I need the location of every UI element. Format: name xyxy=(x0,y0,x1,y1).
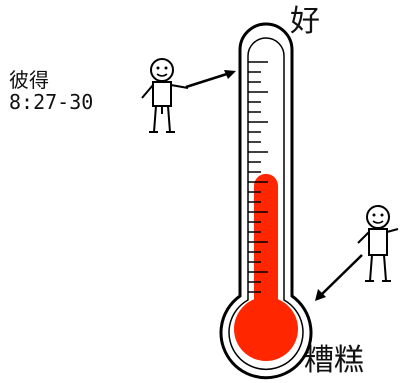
thermometer-inner-outline xyxy=(228,37,304,370)
thermometer-scale xyxy=(248,61,268,293)
arrow-icon xyxy=(185,70,236,89)
thermometer-fill xyxy=(254,173,278,330)
stick-figure-icon xyxy=(357,205,399,282)
label-bad: 糟糕 xyxy=(304,343,364,378)
thermometer xyxy=(219,22,313,380)
arrow-icon xyxy=(315,254,363,301)
stick-figure-icon xyxy=(141,58,189,133)
label-reference: 彼得 8:27-30 xyxy=(9,68,94,114)
label-good: 好 xyxy=(290,4,320,39)
thermometer-bulb-fill xyxy=(234,297,298,361)
